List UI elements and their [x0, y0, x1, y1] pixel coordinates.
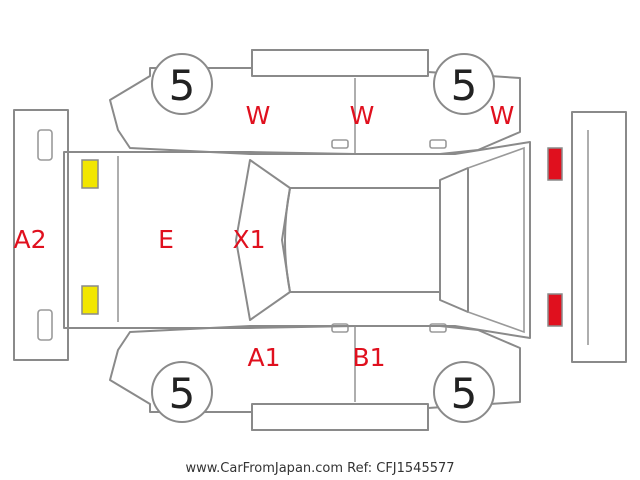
- taillight-left: [547, 147, 563, 181]
- headlight-right: [81, 285, 99, 315]
- tyre-rear-right-rating: 5: [451, 369, 478, 418]
- tyre-front-left: 5: [151, 53, 213, 115]
- tyre-rear-left: 5: [151, 361, 213, 423]
- top-view-body: [63, 141, 531, 339]
- tyre-rear-left-rating: 5: [169, 369, 196, 418]
- rear-bumper: [571, 111, 627, 363]
- tyre-front-left-rating: 5: [169, 61, 196, 110]
- mark-b1: B1: [352, 343, 385, 372]
- tyre-front-right: 5: [433, 53, 495, 115]
- mark-a1: A1: [247, 343, 280, 372]
- mark-e: E: [158, 225, 174, 254]
- mark-w-mid-left: W: [350, 101, 375, 130]
- mark-w-front-left: W: [246, 101, 271, 130]
- taillight-right: [547, 293, 563, 327]
- source-footer: www.CarFromJapan.com Ref: CFJ1545577: [185, 461, 454, 476]
- mark-w-front-right: W: [490, 101, 515, 130]
- mark-x1: X1: [232, 225, 265, 254]
- mark-a2: A2: [13, 225, 46, 254]
- tyre-front-right-rating: 5: [451, 61, 478, 110]
- front-bumper: [13, 109, 69, 361]
- headlight-left: [81, 159, 99, 189]
- tyre-rear-right: 5: [433, 361, 495, 423]
